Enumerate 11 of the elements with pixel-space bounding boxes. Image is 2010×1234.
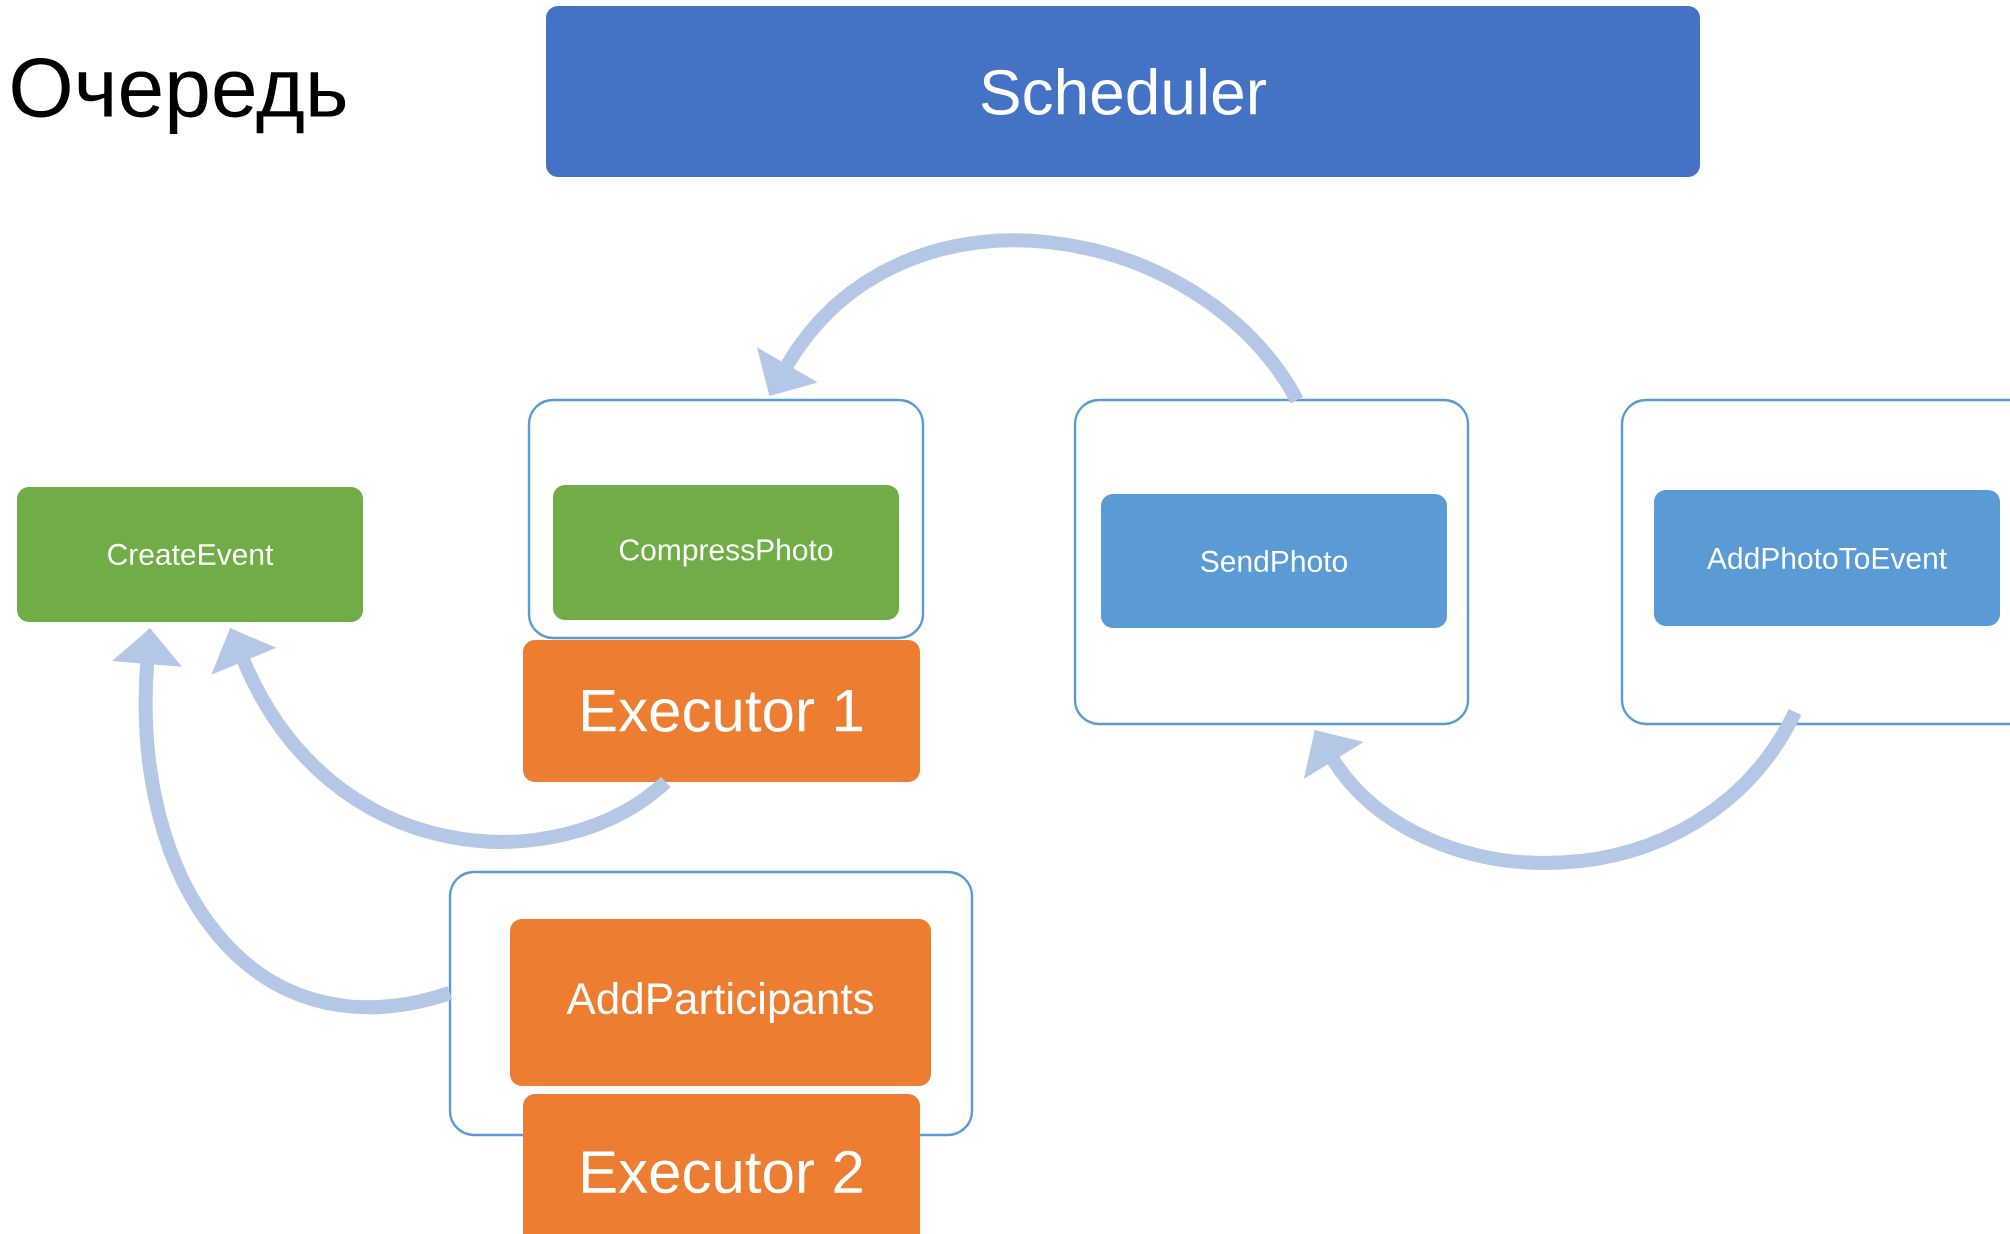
- title: Очередь: [12, 57, 346, 135]
- task-box: CreateEvent: [17, 487, 363, 622]
- scheduler-box: Scheduler: [546, 6, 1700, 177]
- arrow: [1303, 708, 1802, 870]
- executor-box: Executor 2: [523, 1094, 920, 1234]
- task-box: AddParticipants: [510, 919, 931, 1086]
- task-box: SendPhoto: [1101, 494, 1447, 628]
- node-label: AddParticipants: [566, 981, 873, 1023]
- task-box: CompressPhoto: [553, 485, 899, 620]
- task-box: AddPhotoToEvent: [1654, 490, 2000, 626]
- executor-box: Executor 1: [523, 640, 920, 782]
